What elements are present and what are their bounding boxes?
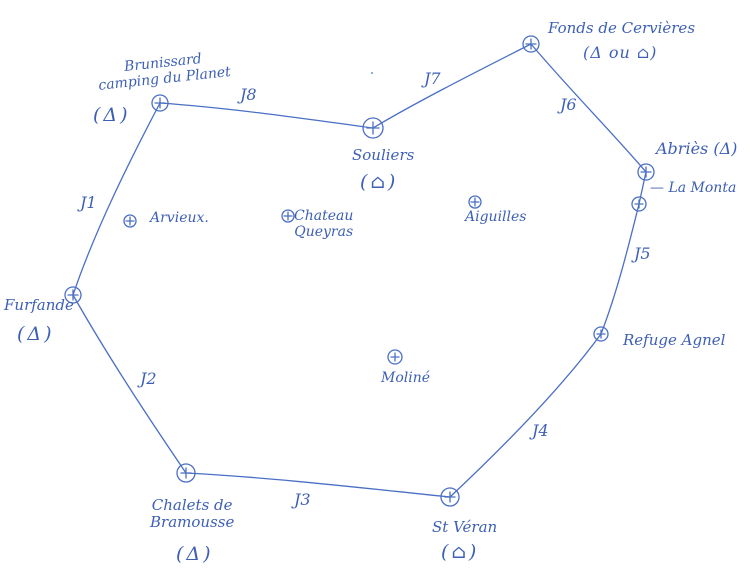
stray-dot xyxy=(371,72,373,74)
stop-marker-refuge-agnel xyxy=(593,326,609,342)
stop-marker-la-monta xyxy=(631,196,647,212)
stop-marker-fonds xyxy=(522,35,540,53)
route-line xyxy=(72,43,647,498)
waypoint-label-chateau-line1: Chateau xyxy=(294,208,354,224)
stop-label-st-veran: St Véran xyxy=(432,518,498,536)
waypoint-label-moline: Moliné xyxy=(381,370,431,386)
leg-label-j4: J4 xyxy=(532,421,549,440)
leg-label-j1: J1 xyxy=(80,193,97,212)
stop-label-furfande: Furfande xyxy=(4,296,74,314)
leg-label-j8: J8 xyxy=(240,85,257,104)
waypoint-marker-moline xyxy=(387,349,403,365)
waypoint-label-aiguilles: Aiguilles xyxy=(465,209,527,225)
leg-label-j6: J6 xyxy=(560,95,577,114)
stop-marker-fonds-shelter: (Δ ou ⌂) xyxy=(583,43,658,62)
stop-marker-furfande xyxy=(64,286,82,304)
stop-label-souliers: Souliers xyxy=(352,146,415,164)
stop-marker-furfande-tent: (Δ) xyxy=(17,323,55,345)
waypoint-label-chateau-queyras: Chateau Queyras xyxy=(294,208,353,240)
stop-marker-brunissard-tent: (Δ) xyxy=(93,104,131,126)
leg-label-j7: J7 xyxy=(424,69,441,88)
stop-label-refuge-agnel: Refuge Agnel xyxy=(623,331,726,349)
stop-marker-chalets-tent: (Δ) xyxy=(176,543,214,565)
waypoint-label-chateau-line2: Queyras xyxy=(294,224,354,241)
stop-marker-st-veran xyxy=(440,487,460,507)
stop-label-abries: Abriès (Δ) xyxy=(656,139,738,158)
stop-marker-abries xyxy=(637,163,655,181)
stop-marker-souliers xyxy=(362,117,384,139)
waypoint-marker-arvieux xyxy=(123,214,137,228)
stop-label-chalets-line2: Bramousse xyxy=(150,513,235,532)
stop-marker-chalets xyxy=(176,463,196,483)
stop-label-fonds-de-cervieres: Fonds de Cervières xyxy=(548,19,696,37)
stop-marker-st-veran-house: (⌂) xyxy=(441,541,480,563)
stop-label-chalets-de-bramousse: Chalets de Bramousse xyxy=(150,496,235,532)
leg-label-j5: J5 xyxy=(634,244,651,263)
leg-label-j3: J3 xyxy=(294,490,311,509)
stop-marker-brunissard xyxy=(151,94,169,112)
stop-label-la-monta: — La Monta xyxy=(650,180,737,196)
waypoint-marker-chateau-queyras xyxy=(281,209,295,223)
stop-label-chalets-line1: Chalets de xyxy=(151,496,233,514)
waypoint-label-arvieux: Arvieux. xyxy=(150,210,209,226)
leg-label-j2: J2 xyxy=(140,369,157,388)
waypoint-marker-aiguilles xyxy=(468,195,482,209)
stop-marker-souliers-house: (⌂) xyxy=(360,171,399,193)
